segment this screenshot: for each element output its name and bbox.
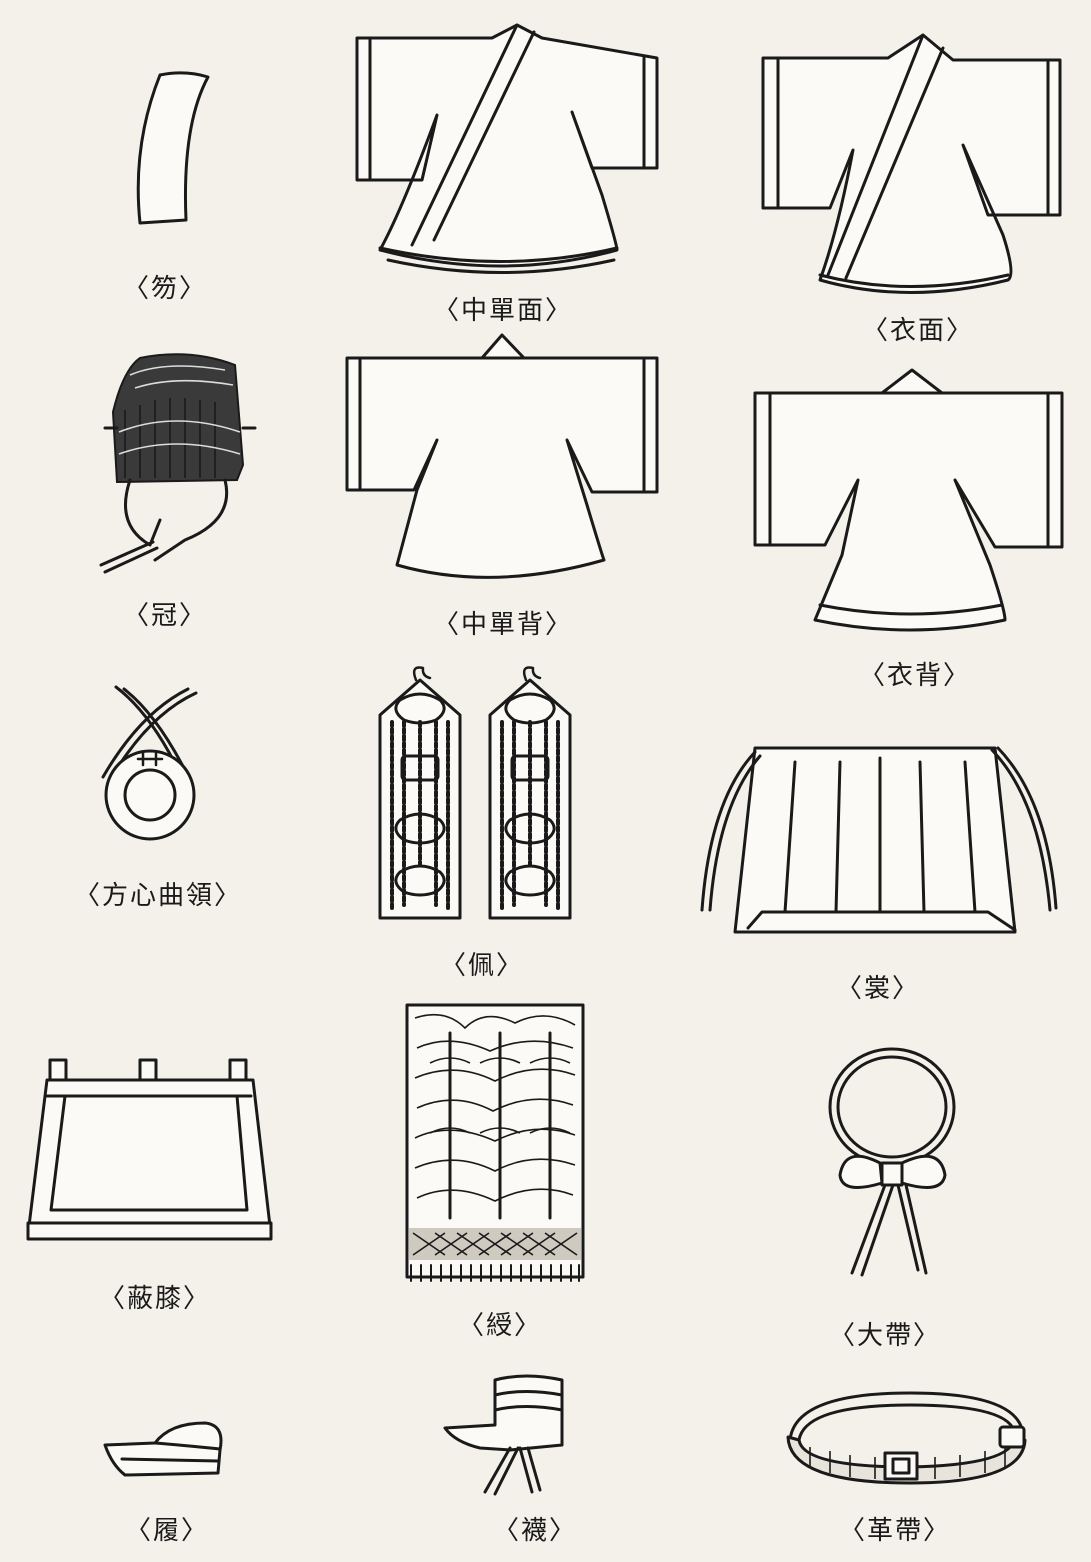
daedae-illustration (820, 1045, 965, 1280)
label-mal: 〈襪〉 (492, 1516, 578, 1546)
bangsim-illustration (98, 685, 203, 840)
su-illustration (405, 1003, 585, 1283)
gwan-illustration (95, 350, 255, 575)
label-sang: 〈裳〉 (835, 974, 921, 1004)
label-bangsim: 〈方心曲領〉 (73, 881, 243, 911)
label-jungdan-front: 〈中單面〉 (432, 296, 574, 326)
label-daedae: 〈大帶〉 (828, 1321, 942, 1351)
label-ui-back: 〈衣背〉 (858, 661, 972, 691)
label-su: 〈綬〉 (457, 1311, 543, 1341)
ui-back-illustration (750, 365, 1068, 635)
sang-illustration (700, 740, 1060, 935)
hyeokdae-illustration (785, 1385, 1030, 1495)
label-seok: 〈履〉 (124, 1516, 210, 1546)
label-pyeseul: 〈蔽膝〉 (98, 1284, 212, 1314)
hol-illustration (120, 65, 220, 230)
ui-front-illustration (758, 30, 1066, 302)
jungdan-front-illustration (352, 20, 662, 285)
seok-illustration (100, 1415, 228, 1477)
label-jungdan-back: 〈中單背〉 (432, 610, 574, 640)
pyeseul-illustration (25, 1058, 275, 1243)
label-pae: 〈佩〉 (439, 951, 525, 981)
label-gwan: 〈冠〉 (122, 601, 208, 631)
label-hyeokdae: 〈革帶〉 (838, 1516, 952, 1546)
label-hol: 〈笏〉 (122, 274, 208, 304)
mal-illustration (440, 1370, 570, 1495)
jungdan-back-illustration (342, 330, 662, 588)
pae-illustration (378, 660, 590, 925)
label-ui-front: 〈衣面〉 (861, 316, 975, 346)
